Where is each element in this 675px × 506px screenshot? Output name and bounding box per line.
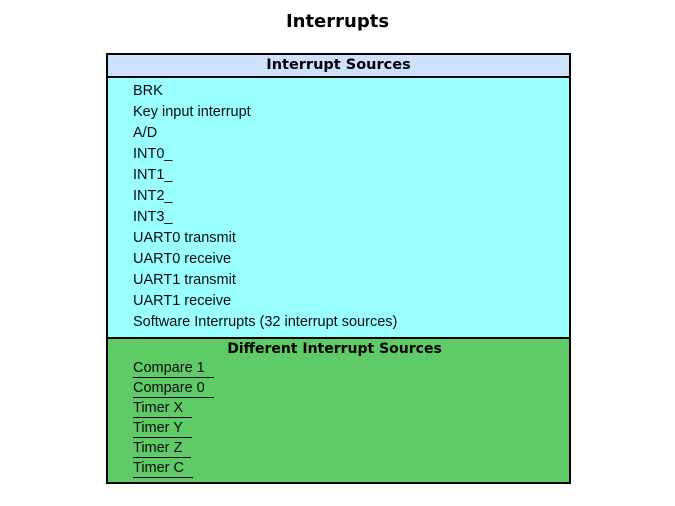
page-title: Interrupts [285,11,390,32]
table-header: Interrupt Sources [108,55,569,78]
interrupt-link[interactable]: Compare 1 [133,359,214,378]
interrupt-link[interactable]: Timer Z [133,439,192,458]
interrupt-link[interactable]: Timer X [133,399,193,418]
different-sources-section: Different Interrupt Sources Compare 1 Co… [108,337,569,482]
different-sources-list: Compare 1 Compare 0 Timer X Timer Y Time… [108,358,561,478]
different-sources-header: Different Interrupt Sources [227,341,442,357]
different-source-row: Timer X [108,398,561,418]
interrupt-source-item: BRK [133,83,163,99]
interrupt-source-item: UART0 receive [133,251,232,267]
interrupt-link[interactable]: Compare 0 [133,379,214,398]
different-source-row: Timer Z [108,438,561,458]
different-source-row: Compare 1 [108,358,561,378]
interrupt-source-item: UART1 receive [133,293,232,309]
interrupt-source-item: Key input interrupt [133,104,251,120]
interrupt-source-item: UART0 transmit [133,230,236,246]
interrupt-sources-table: Interrupt Sources BRK Key input interrupt… [106,53,571,484]
interrupt-link[interactable]: Timer C [133,459,194,478]
interrupt-source-item: INT0_ [133,146,173,162]
interrupt-source-item: A/D [133,125,158,141]
interrupt-link[interactable]: Timer Y [133,419,192,438]
different-source-row: Compare 0 [108,378,561,398]
interrupt-source-item: INT3_ [133,209,173,225]
interrupt-source-item: INT1_ [133,167,173,183]
interrupt-source-item: UART1 transmit [133,272,236,288]
interrupt-source-item: INT2_ [133,188,173,204]
different-source-row: Timer Y [108,418,561,438]
different-source-row: Timer C [108,458,561,478]
interrupt-source-item: Software Interrupts (32 interrupt source… [133,314,398,330]
